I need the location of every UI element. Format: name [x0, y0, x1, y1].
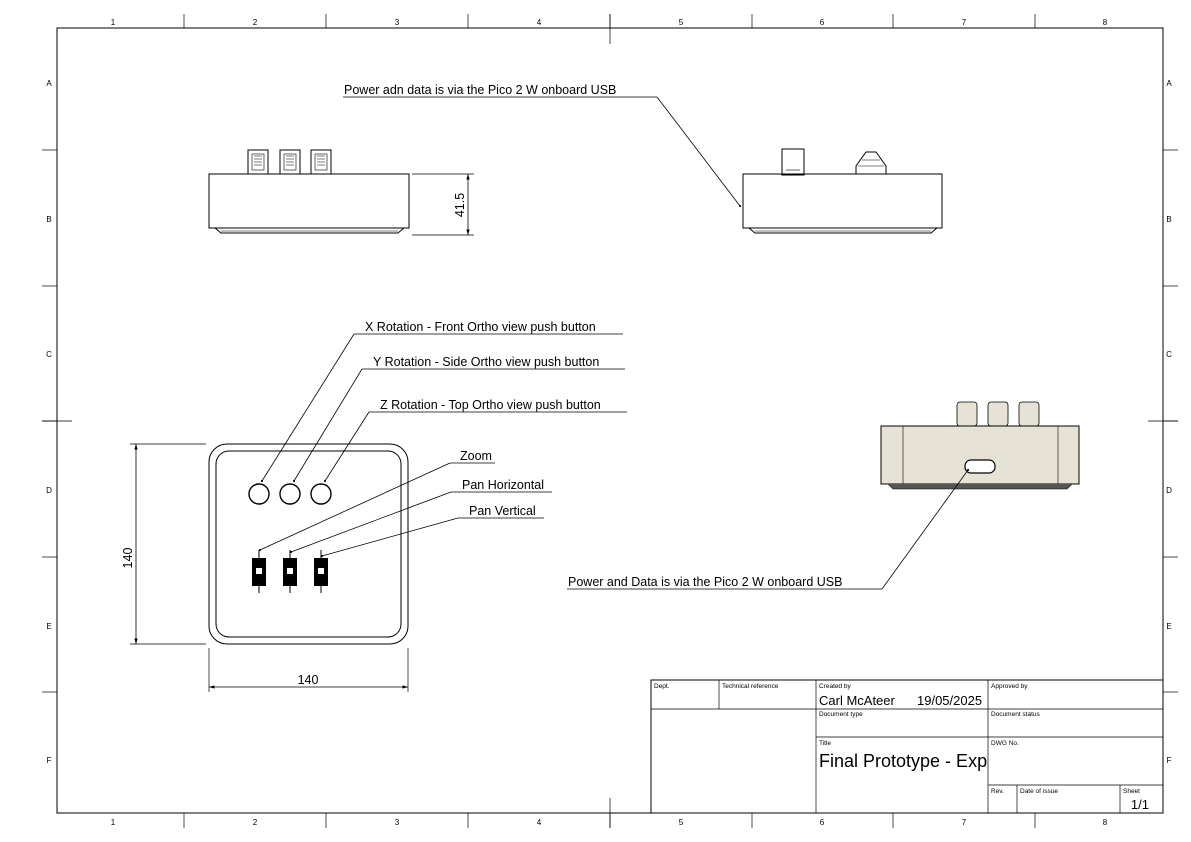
col-label: 5 — [679, 818, 684, 827]
usb-port — [964, 459, 996, 474]
front-view — [208, 149, 410, 234]
x-rotation-button — [248, 483, 270, 505]
title-label: Title — [819, 740, 831, 747]
row-labels-left: A B C D E F — [46, 79, 52, 765]
rev-label: Rev. — [991, 788, 1004, 795]
dept-label: Dept. — [654, 683, 670, 690]
date-of-issue-label: Date of issue — [1020, 788, 1058, 795]
col-label: 4 — [537, 818, 542, 827]
col-label: 3 — [395, 18, 400, 27]
col-label: 4 — [537, 18, 542, 27]
row-label: D — [46, 486, 52, 495]
approved-by-label: Approved by — [991, 683, 1028, 690]
col-label: 7 — [962, 18, 967, 27]
z-rotation-label: Z Rotation - Top Ortho view push button — [380, 398, 601, 412]
x-rotation-label: X Rotation - Front Ortho view push butto… — [365, 320, 596, 334]
row-label: E — [46, 622, 51, 631]
col-label: 1 — [111, 818, 116, 827]
shaded-view — [880, 401, 1080, 490]
depth-dimension: 140 — [121, 443, 206, 645]
width-dimension-value: 140 — [298, 673, 319, 687]
sheet-label: Sheet — [1123, 788, 1140, 795]
row-label: B — [1166, 215, 1171, 224]
row-label: F — [47, 756, 52, 765]
power-note-bottom: Power and Data is via the Pico 2 W onboa… — [567, 468, 970, 590]
pan-horizontal-label: Pan Horizontal — [462, 478, 544, 492]
title-block: Dept. Technical reference Created by Car… — [650, 679, 1164, 814]
column-labels-bottom: 1 2 3 4 5 6 7 8 — [111, 818, 1108, 827]
power-note-top-text: Power adn data is via the Pico 2 W onboa… — [344, 83, 616, 97]
side-view-button — [781, 148, 805, 176]
front-view-body — [208, 173, 410, 229]
row-label: C — [46, 350, 52, 359]
row-label: E — [1166, 622, 1171, 631]
sheet-border — [42, 14, 1178, 828]
shaded-view-body — [880, 425, 1080, 485]
row-label: C — [1166, 350, 1172, 359]
side-view-body — [742, 173, 943, 229]
document-status-label: Document status — [991, 711, 1041, 718]
front-view-buttons — [247, 149, 332, 175]
created-date-value: 19/05/2025 — [917, 693, 982, 708]
row-label: B — [46, 215, 51, 224]
side-view-stick — [855, 151, 887, 174]
slider-switches — [252, 550, 328, 593]
row-label: F — [1167, 756, 1172, 765]
power-note-bottom-text: Power and Data is via the Pico 2 W onboa… — [568, 575, 842, 589]
col-label: 3 — [395, 818, 400, 827]
col-label: 6 — [820, 818, 825, 827]
col-label: 5 — [679, 18, 684, 27]
power-note-top: Power adn data is via the Pico 2 W onboa… — [343, 83, 742, 208]
col-label: 2 — [253, 818, 258, 827]
y-rotation-label: Y Rotation - Side Ortho view push button — [373, 355, 599, 369]
shaded-view-buttons — [956, 401, 1040, 427]
height-dimension-value: 41.5 — [453, 193, 467, 217]
col-label: 7 — [962, 818, 967, 827]
button-annotations: X Rotation - Front Ortho view push butto… — [258, 320, 627, 558]
created-by-value: Carl McAteer — [819, 693, 896, 708]
width-dimension: 140 — [208, 648, 409, 692]
row-label: A — [1166, 79, 1172, 88]
row-label: A — [46, 79, 52, 88]
row-labels-right: A B C D E F — [1166, 79, 1172, 765]
depth-dimension-value: 140 — [121, 548, 135, 569]
col-label: 1 — [111, 18, 116, 27]
z-rotation-button — [310, 483, 332, 505]
column-labels-top: 1 2 3 4 5 6 7 8 — [111, 18, 1108, 27]
row-label: D — [1166, 486, 1172, 495]
y-rotation-button — [279, 483, 301, 505]
top-view-inner — [215, 450, 402, 638]
zoom-label: Zoom — [460, 449, 492, 463]
top-view — [208, 443, 409, 645]
col-label: 8 — [1103, 818, 1108, 827]
col-label: 8 — [1103, 18, 1108, 27]
drawing-title: Final Prototype - Exp — [819, 751, 987, 771]
document-type-label: Document type — [819, 711, 863, 718]
col-label: 2 — [253, 18, 258, 27]
side-view — [742, 148, 943, 234]
technical-reference-label: Technical reference — [722, 683, 779, 690]
height-dimension: 41.5 — [412, 173, 474, 236]
pan-vertical-label: Pan Vertical — [469, 504, 536, 518]
dwg-no-label: DWG No. — [991, 740, 1019, 747]
col-label: 6 — [820, 18, 825, 27]
top-view-outer — [208, 443, 409, 645]
sheet-value: 1/1 — [1131, 797, 1149, 812]
created-by-label: Created by — [819, 683, 852, 690]
